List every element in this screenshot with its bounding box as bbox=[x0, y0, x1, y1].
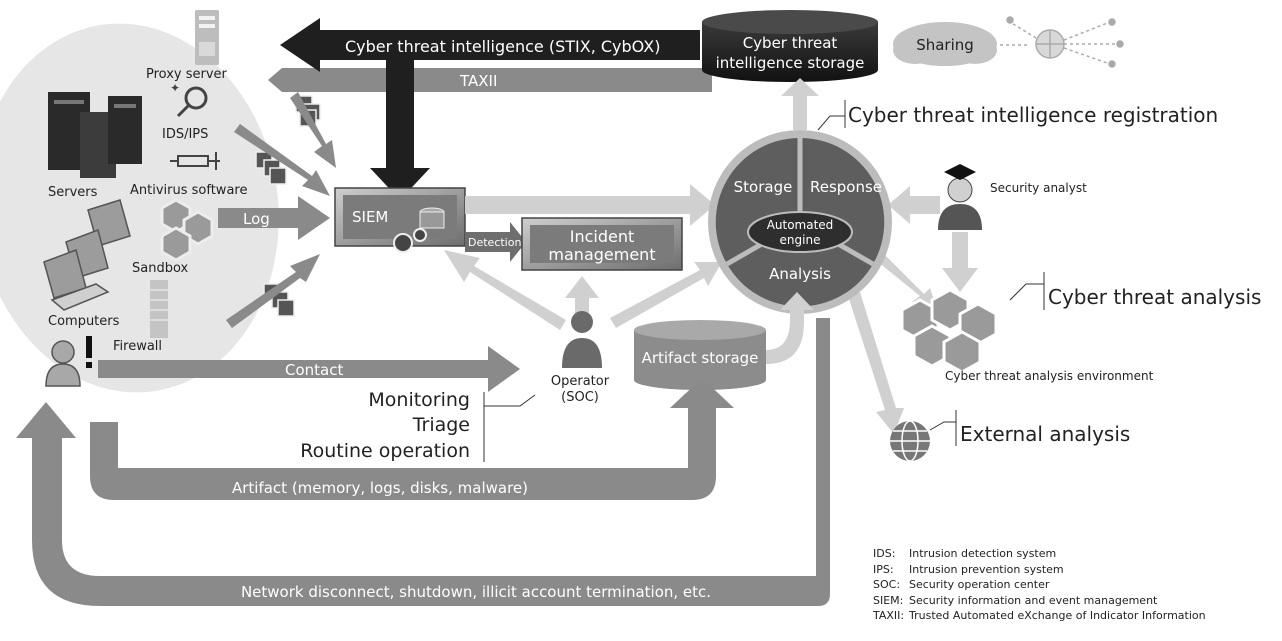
antivirus-label: Antivirus software bbox=[130, 183, 247, 198]
log-label: Log bbox=[243, 210, 270, 228]
triage-label: Triage bbox=[412, 414, 470, 436]
contact-arrow bbox=[98, 346, 520, 392]
taxii-label: TAXII bbox=[459, 72, 497, 90]
incident-label-1: Incident bbox=[570, 227, 635, 246]
storage-label: Storage bbox=[734, 178, 793, 196]
artifact-storage-label: Artifact storage bbox=[642, 349, 759, 367]
artifact-arrow bbox=[90, 378, 734, 500]
network-disconnect-label: Network disconnect, shutdown, illicit ac… bbox=[241, 583, 711, 601]
artifact-to-engine-arrow bbox=[766, 292, 814, 364]
contact-label: Contact bbox=[285, 361, 343, 379]
response-arrow bbox=[16, 318, 830, 606]
sandbox-icon bbox=[160, 198, 214, 262]
taxii-arrow bbox=[268, 68, 712, 92]
user-alert-icon bbox=[45, 336, 92, 387]
monitoring-label: Monitoring bbox=[368, 389, 470, 411]
external-analysis-label: External analysis bbox=[960, 422, 1130, 446]
globe-icon bbox=[890, 420, 930, 462]
cti-storage: Cyber threat intelligence storage bbox=[702, 10, 878, 82]
abbr-soc: SOC:Security operation center bbox=[873, 578, 1050, 591]
ids-ips-icon: ✦ bbox=[170, 81, 208, 118]
sharing-cloud: Sharing bbox=[893, 22, 997, 66]
abbr-ids: IDS:Intrusion detection system bbox=[873, 547, 1057, 560]
antivirus-icon bbox=[170, 152, 220, 170]
incident-management-box: Incident management bbox=[521, 217, 683, 271]
analysis-label: Analysis bbox=[769, 265, 831, 283]
detection-label: Detection bbox=[468, 236, 521, 249]
cti-registration-label: Cyber threat intelligence registration bbox=[848, 103, 1218, 127]
incident-label-2: management bbox=[548, 245, 655, 264]
log-arrows bbox=[218, 92, 336, 328]
routine-label: Routine operation bbox=[300, 440, 470, 462]
abbreviation-list: IDS:Intrusion detection system IPS:Intru… bbox=[873, 546, 1206, 624]
siem-label: SIEM bbox=[352, 208, 388, 226]
siem-box: SIEM bbox=[334, 187, 466, 253]
firewall-icon bbox=[150, 280, 168, 338]
proxy-server-label: Proxy server bbox=[146, 67, 228, 82]
automated-label-2: engine bbox=[780, 233, 821, 247]
response-label: Response bbox=[810, 178, 882, 196]
cti-storage-label-1: Cyber threat bbox=[743, 34, 838, 52]
server-icons bbox=[48, 92, 142, 178]
proxy-server-icon bbox=[195, 10, 219, 65]
cyber-threat-analysis-label: Cyber threat analysis bbox=[1048, 285, 1261, 309]
gear-icon bbox=[393, 233, 413, 253]
cti-stix-arrow bbox=[280, 18, 700, 200]
registration-arrow bbox=[781, 78, 819, 130]
detection-arrow bbox=[465, 222, 526, 262]
computers-label: Computers bbox=[48, 314, 120, 329]
svg-text:✦: ✦ bbox=[170, 81, 180, 95]
registration-leader bbox=[817, 115, 845, 131]
abbr-siem: SIEM:Security information and event mana… bbox=[873, 593, 1158, 607]
artifact-label: Artifact (memory, logs, disks, malware) bbox=[232, 479, 528, 497]
external-leader bbox=[929, 421, 956, 431]
security-analyst-icon bbox=[938, 164, 982, 230]
servers-label: Servers bbox=[48, 185, 98, 200]
laptop-icons bbox=[43, 199, 131, 311]
sandbox-label: Sandbox bbox=[132, 261, 189, 276]
cti-storage-label-2: intelligence storage bbox=[716, 54, 865, 72]
cta-environment-icon bbox=[900, 288, 998, 374]
automated-label-1: Automated bbox=[767, 218, 834, 232]
operator-label-2: (SOC) bbox=[561, 390, 599, 405]
ids-ips-label: IDS/IPS bbox=[162, 127, 208, 142]
abbr-taxii: TAXII:Trusted Automated eXchange of Indi… bbox=[873, 609, 1206, 622]
network-globe-icon bbox=[1000, 16, 1124, 68]
operator-label-1: Operator bbox=[551, 374, 610, 389]
automated-engine: Storage Response Automated engine Analys… bbox=[708, 130, 892, 314]
abbr-ips: IPS:Intrusion prevention system bbox=[873, 562, 1064, 576]
cta-environment-label: Cyber threat analysis environment bbox=[945, 369, 1154, 383]
security-analyst-label: Security analyst bbox=[990, 181, 1087, 195]
artifact-storage: Artifact storage bbox=[634, 320, 766, 390]
sharing-label: Sharing bbox=[916, 36, 974, 54]
firewall-label: Firewall bbox=[113, 339, 162, 354]
cti-stix-label: Cyber threat intelligence (STIX, CybOX) bbox=[345, 37, 660, 56]
operator-icon bbox=[562, 311, 602, 368]
cta-leader bbox=[1009, 283, 1044, 301]
